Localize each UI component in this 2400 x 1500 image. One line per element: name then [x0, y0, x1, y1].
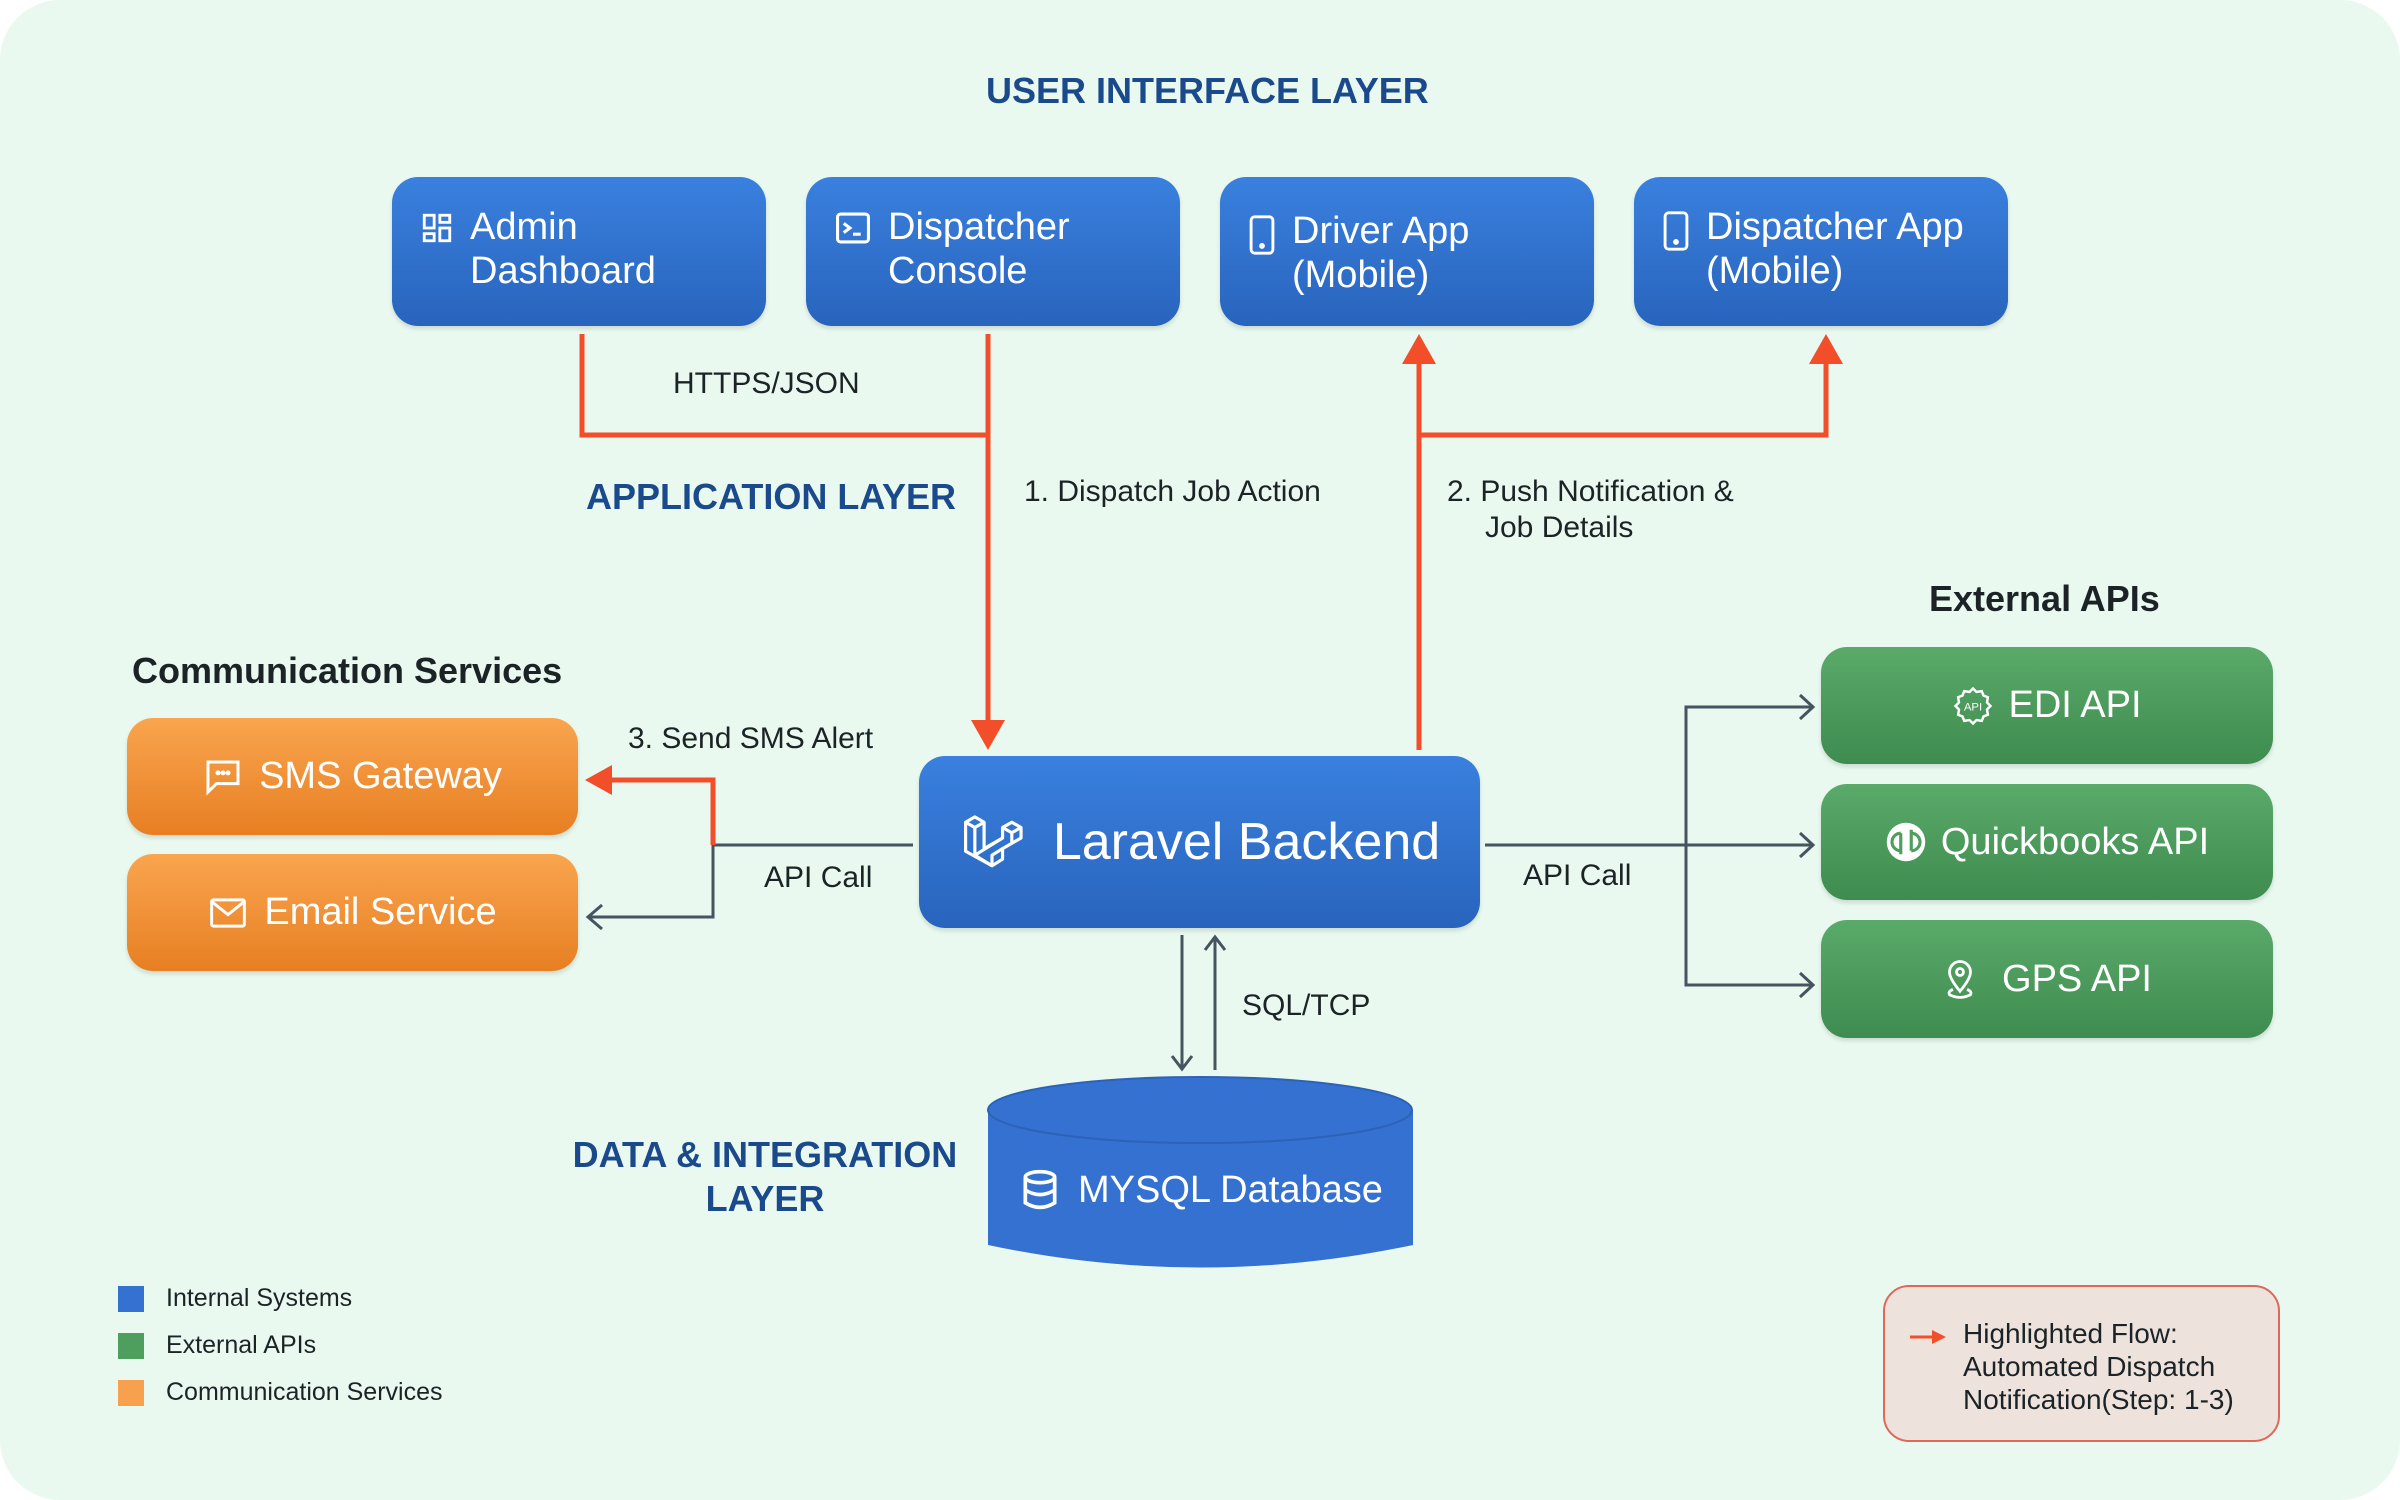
- legend-swatch: [118, 1379, 144, 1406]
- https-connector: [579, 334, 988, 438]
- database-cylinder[interactable]: [987, 1076, 1413, 1268]
- data-layer-title-line2: LAYER: [705, 1178, 825, 1219]
- application-layer-title: APPLICATION LAYER: [586, 476, 957, 517]
- legend-item-external: External APIs: [118, 1331, 316, 1360]
- edi-api-node[interactable]: API EDI API: [1821, 647, 2273, 764]
- api-call-left-label: API Call: [764, 861, 873, 894]
- node-label: Driver App: [1292, 210, 1470, 252]
- legend-label: Internal Systems: [166, 1284, 353, 1312]
- dashboard-icon: [422, 213, 452, 243]
- sms-gateway-node[interactable]: SMS Gateway: [127, 718, 578, 835]
- external-branch: [1684, 705, 1813, 987]
- node-label: Dispatcher App: [1706, 206, 1964, 248]
- api-call-right-label: API Call: [1523, 859, 1632, 892]
- https-json-label: HTTPS/JSON: [673, 367, 860, 400]
- gps-api-node[interactable]: GPS API: [1821, 920, 2273, 1038]
- communication-services-title: Communication Services: [132, 650, 563, 691]
- terminal-icon: [836, 212, 870, 244]
- chat-icon: [206, 760, 240, 796]
- laravel-backend-node[interactable]: Laravel Backend: [919, 756, 1480, 928]
- step2-arrowhead-dispatcher: [1809, 334, 1843, 364]
- driver-app-node[interactable]: Driver App(Mobile): [1220, 177, 1594, 326]
- ui-layer-title: USER INTERFACE LAYER: [986, 70, 1429, 111]
- backend-label: Laravel Backend: [1052, 813, 1441, 871]
- highlight-line2: Automated Dispatch: [1963, 1351, 2216, 1382]
- node-label: EDI API: [2008, 684, 2142, 726]
- legend-item-communication: Communication Services: [118, 1378, 443, 1407]
- laravel-icon: [963, 815, 1023, 868]
- node-label: Admin: [470, 206, 578, 248]
- legend-swatch: [118, 1285, 144, 1312]
- quickbooks-api-node[interactable]: Quickbooks API: [1821, 784, 2273, 900]
- location-pin-icon: [1947, 960, 1973, 999]
- step2-label: 2. Push Notification & Job Details: [1447, 474, 1734, 546]
- node-label: Dispatcher: [888, 206, 1070, 248]
- quickbooks-icon: [1886, 822, 1926, 862]
- step2-connector: [1416, 362, 1829, 750]
- database-node[interactable]: MYSQL Database: [1018, 1168, 1383, 1212]
- node-label: (Mobile): [1706, 250, 1844, 292]
- node-label: Console: [888, 250, 1028, 292]
- step2-label-line2: Job Details: [1485, 511, 1634, 544]
- step1-label: 1. Dispatch Job Action: [1024, 475, 1321, 508]
- node-label: (Mobile): [1292, 254, 1430, 296]
- legend-item-internal: Internal Systems: [118, 1284, 352, 1313]
- highlighted-flow-box: Highlighted Flow: Automated Dispatch Not…: [1883, 1285, 2280, 1442]
- database-label: MYSQL Database: [1078, 1168, 1383, 1211]
- legend-label: Communication Services: [166, 1378, 443, 1406]
- email-connector: [590, 845, 715, 919]
- dispatcher-app-node[interactable]: Dispatcher App(Mobile): [1634, 177, 2008, 326]
- highlight-line3: Notification(Step: 1-3): [1963, 1384, 2234, 1415]
- step1-arrowhead: [971, 720, 1005, 750]
- api-gear-icon: API: [1954, 686, 1993, 725]
- step3-label: 3. Send SMS Alert: [628, 722, 874, 755]
- node-label: Quickbooks API: [1940, 820, 2210, 863]
- svg-text:API: API: [1964, 701, 1982, 713]
- legend-label: External APIs: [166, 1331, 317, 1359]
- database-icon: [1023, 1169, 1057, 1210]
- mobile-icon: [1663, 211, 1689, 251]
- legend-swatch: [118, 1332, 144, 1359]
- external-apis-title: External APIs: [1929, 578, 2160, 619]
- mail-icon: [210, 897, 247, 928]
- data-layer-title: DATA & INTEGRATION LAYER: [560, 1133, 970, 1221]
- node-label: GPS API: [2002, 957, 2152, 1000]
- data-layer-title-line1: DATA & INTEGRATION: [572, 1134, 958, 1175]
- node-label: Email Service: [264, 891, 497, 933]
- step2-label-line1: 2. Push Notification &: [1447, 475, 1734, 508]
- node-label: Dashboard: [470, 250, 656, 292]
- mobile-icon: [1249, 215, 1275, 255]
- email-service-node[interactable]: Email Service: [127, 854, 578, 971]
- step3-arrowhead: [585, 765, 612, 795]
- email-arrowhead: [585, 903, 603, 931]
- step3-connector: [610, 777, 716, 845]
- step2-arrowhead-driver: [1402, 334, 1436, 364]
- node-label: SMS Gateway: [259, 755, 502, 797]
- sql-tcp-label: SQL/TCP: [1242, 989, 1371, 1022]
- highlight-line1: Highlighted Flow:: [1963, 1318, 2178, 1349]
